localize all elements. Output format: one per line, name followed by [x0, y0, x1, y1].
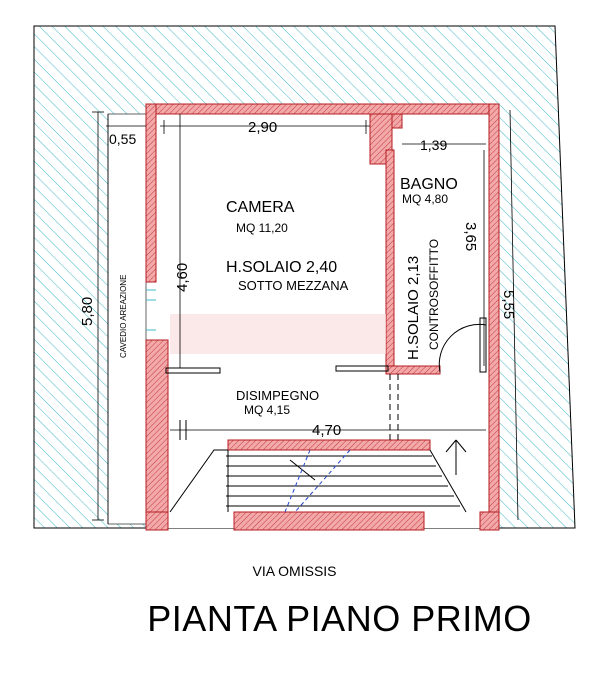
dim-bagno-height: 3,65 — [462, 222, 479, 251]
note-controsoffitto: CONTROSOFFITTO — [427, 239, 441, 350]
note-cavedio: CAVEDIO AREAZIONE — [119, 275, 128, 358]
plan-title: PIANTA PIANO PRIMO — [147, 598, 532, 639]
room-camera-area: MQ 11,20 — [236, 221, 288, 235]
street-label: VIA OMISSIS — [252, 563, 337, 579]
dim-bottom-width: 4,70 — [312, 422, 341, 439]
dim-left-camera: 4,60 — [174, 263, 191, 292]
room-bagno-name: BAGNO — [400, 176, 458, 193]
dimension-lines — [92, 109, 519, 524]
cavedio-area — [107, 113, 147, 525]
dim-right-total: 5,55 — [500, 290, 517, 319]
dim-top-left: 0,55 — [109, 131, 136, 147]
note-mezzana: SOTTO MEZZANA — [238, 278, 349, 293]
note-solaio: H.SOLAIO 2,40 — [226, 259, 337, 276]
redacted-area — [170, 314, 386, 354]
room-bagno-area: MQ 4,80 — [402, 192, 448, 206]
dim-top-camera: 2,90 — [248, 119, 277, 136]
room-disimpegno-area: MQ 4,15 — [244, 403, 290, 417]
room-disimpegno-name: DISIMPEGNO — [236, 388, 319, 403]
room-camera-name: CAMERA — [226, 199, 295, 216]
note-solaio-bagno: H.SOLAIO 2,13 — [405, 256, 422, 360]
left-window — [146, 289, 156, 331]
staircase — [169, 420, 467, 513]
dim-left-total: 5,80 — [79, 297, 96, 326]
floor-plan: 0,55 2,90 1,39 5,80 4,60 3,65 5,55 4,70 … — [33, 25, 576, 531]
dim-top-bagno: 1,39 — [420, 137, 447, 153]
disimpegno-doors — [165, 317, 487, 440]
walls — [145, 103, 500, 531]
